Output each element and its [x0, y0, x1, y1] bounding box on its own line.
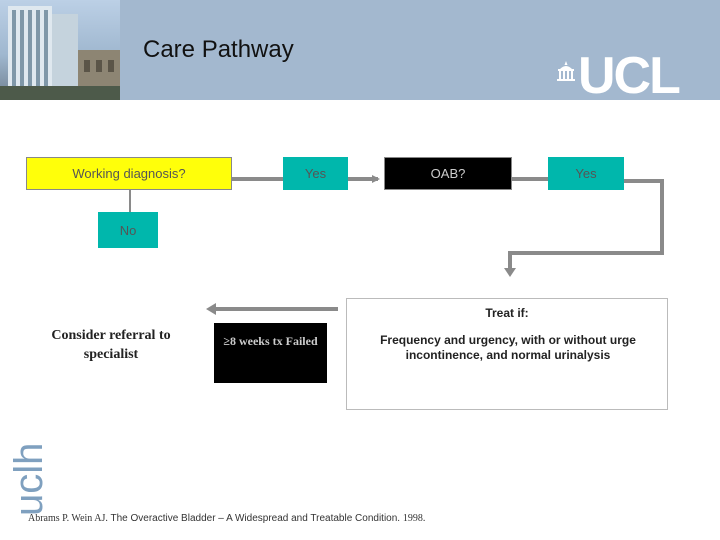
referral-text: Consider referral to specialist: [51, 328, 171, 362]
yes-box-1: Yes: [283, 157, 348, 190]
uclh-logo-text: uclh: [8, 443, 50, 516]
working-diagnosis-box: Working diagnosis?: [26, 157, 232, 190]
citation-authors: Abrams P. Wein AJ.: [28, 513, 108, 524]
yes-box-2: Yes: [548, 157, 624, 190]
arrow-down-treat: [504, 268, 516, 277]
treat-if-label: Treat if:: [485, 306, 529, 320]
citation: Abrams P. Wein AJ. The Overactive Bladde…: [28, 513, 425, 524]
building-photo: [0, 0, 120, 100]
ucl-logo: UCL: [578, 47, 681, 105]
citation-year: 1998.: [402, 513, 426, 524]
failed-treatment-box: ≥8 weeks tx Failed: [214, 323, 327, 383]
page-title: Care Pathway: [143, 36, 294, 63]
portico-icon: [557, 61, 575, 81]
oab-box: OAB?: [384, 157, 512, 190]
treat-criteria-text: Frequency and urgency, with or without u…: [380, 333, 636, 362]
no-box: No: [98, 212, 158, 248]
uclh-logo: uclh: [8, 443, 50, 516]
treat-if-box: Treat if: Frequency and urgency, with or…: [346, 298, 668, 410]
header-band: [0, 0, 720, 100]
arrow-left-head: [206, 303, 216, 315]
citation-title: The Overactive Bladder – A Widespread an…: [110, 513, 401, 524]
